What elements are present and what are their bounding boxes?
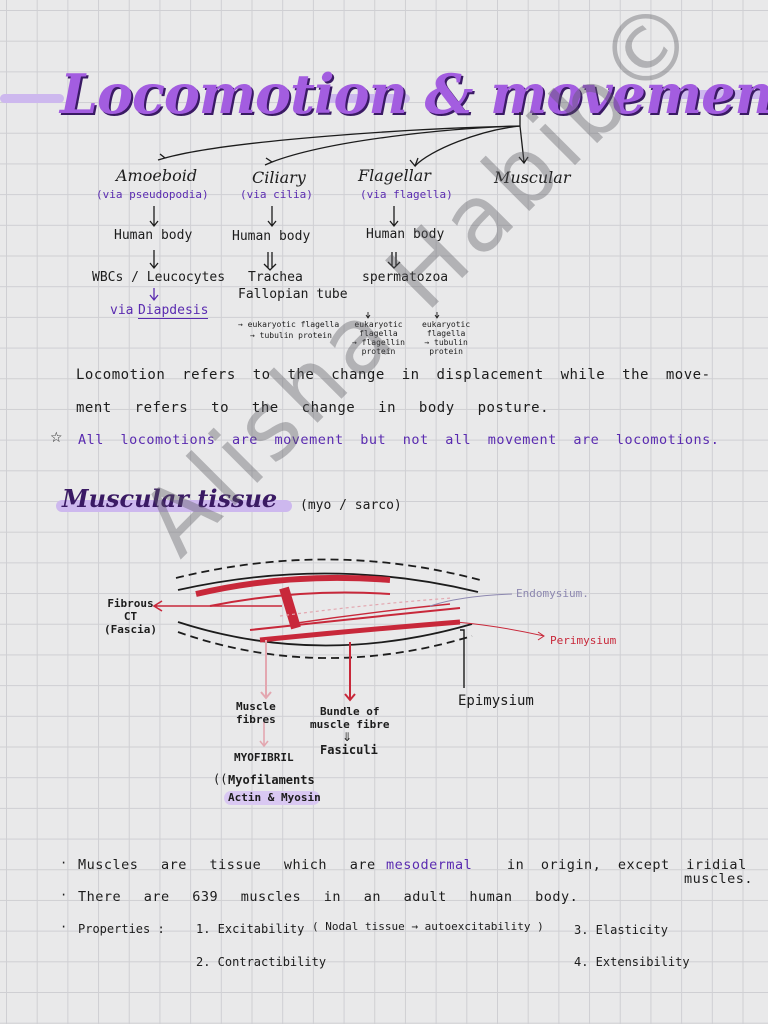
ciliary-place: Human body: [232, 229, 311, 244]
type-muscular: Muscular: [494, 168, 571, 187]
title-band-left: [0, 94, 64, 103]
actin-myosin-band: [224, 791, 320, 805]
amoeboid-via: (via pseudopodia): [96, 188, 209, 201]
flagellar-note-col1-line: → flagellin: [352, 338, 405, 347]
myofibril-label: MYOFIBRIL: [234, 751, 294, 764]
amoeboid-diapdesis: Diapdesis: [138, 303, 209, 319]
ciliary-note-1: → eukaryotic flagella: [238, 320, 340, 329]
tree-connectors: [149, 112, 529, 319]
outer-solid-top: [177, 572, 479, 593]
fact-1-c: in origin, except iridial: [507, 857, 747, 873]
type-flagellar: Flagellar: [358, 166, 431, 185]
fact-1-mesodermal: mesodermal: [386, 857, 473, 873]
actin-myosin-label: Actin & Myosin: [228, 791, 321, 804]
muscular-heading-band: [56, 500, 292, 512]
fibre-top-1: [195, 574, 391, 597]
outer-dashed-bottom: [177, 631, 473, 659]
muscle-fibres-line: fibres: [236, 713, 276, 726]
flagellar-note-col2: eukaryotic flagella → tubulin protein: [422, 320, 470, 356]
flagellar-via: (via flagella): [360, 188, 453, 201]
flagellar-note-col2-line: → tubulin: [424, 338, 468, 347]
flagellar-note-col1-line: flagella: [359, 329, 398, 338]
fibrous-ct-label: Fibrous CT (Fascia): [104, 597, 157, 636]
page-title: Locomotion & movement: [60, 62, 768, 126]
fibre-mid-3: [289, 603, 451, 625]
fibrous-ct-line: CT: [123, 610, 138, 623]
flagellar-place: Human body: [366, 227, 445, 242]
fibrous-ct-line: (Fascia): [104, 623, 157, 636]
myofilaments-mark: ((: [213, 772, 228, 786]
bullet-dot: ·: [60, 920, 68, 934]
muscle-diagram: [152, 558, 545, 748]
flagellar-example: spermatozoa: [362, 270, 449, 285]
amoeboid-example: WBCs / Leucocytes: [92, 270, 226, 285]
property-3: 3. Elasticity: [574, 923, 668, 937]
type-amoeboid: Amoeboid: [116, 166, 198, 185]
type-ciliary: Ciliary: [252, 168, 306, 187]
flagellar-note-col2-line: flagella: [426, 329, 466, 338]
amoeboid-via-label: via: [110, 303, 134, 318]
ciliary-example-trachea: Trachea: [248, 270, 303, 285]
property-2: 2. Contractibility: [196, 955, 327, 969]
property-1: 1. Excitability: [196, 922, 305, 936]
flagellar-note-col1: eukaryotic flagella → flagellin protein: [352, 320, 405, 356]
bullet-dot: ·: [60, 888, 68, 902]
fact-1-a: Muscles are tissue which are: [78, 857, 376, 873]
title-band-middle: [320, 94, 410, 103]
flagellar-note-col2-line: protein: [429, 347, 463, 356]
ciliary-example-fallopian: Fallopian tube: [238, 287, 348, 302]
star-icon: ☆: [50, 430, 63, 446]
flagellar-note-col1-line: protein: [361, 347, 396, 356]
fact-1-d: muscles.: [684, 871, 754, 887]
title-band-right: [660, 90, 768, 99]
property-1-note: ( Nodal tissue → autoexcitability ): [312, 920, 544, 933]
muscle-fibres-label: Muscle fibres: [236, 700, 276, 726]
bundle-line: muscle fibre: [310, 718, 390, 731]
myofilaments-label: Myofilaments: [228, 773, 315, 787]
amoeboid-place: Human body: [114, 228, 193, 243]
outer-dashed-top: [175, 558, 481, 581]
definition-line-1: Locomotion refers to the change in displ…: [76, 367, 711, 383]
ciliary-note-2: → tubulin protein: [250, 331, 332, 340]
epimysium-label: Epimysium: [458, 693, 534, 709]
fibrous-ct-line: Fibrous: [107, 597, 154, 610]
outer-solid-bottom: [177, 621, 473, 647]
ciliary-via: (via cilia): [240, 188, 313, 201]
fibre-mid-1: [249, 607, 461, 631]
fact-2: There are 639 muscles in an adult human …: [78, 889, 579, 905]
muscular-subheading: (myo / sarco): [300, 498, 402, 513]
property-4: 4. Extensibility: [574, 955, 690, 969]
properties-label: Properties :: [78, 922, 165, 936]
fasiculi-label: Fasiculi: [320, 743, 378, 757]
bundle-label: Bundle of muscle fibre: [310, 705, 389, 731]
muscular-heading: Muscular tissue: [62, 484, 278, 513]
muscle-fibres-line: Muscle: [236, 700, 276, 713]
perimysium-label: Perimysium: [550, 634, 617, 647]
endomysium-label: Endomysium.: [516, 587, 589, 600]
flagellar-note-col2-line: eukaryotic: [422, 320, 471, 329]
fibre-cross: [279, 586, 301, 630]
definition-line-2: ment refers to the change in body postur…: [76, 400, 550, 416]
fibre-top-2: [209, 591, 391, 607]
bullet-dot: ·: [60, 856, 68, 870]
fibre-mid-2: [259, 619, 461, 643]
fasiculi-arrow: ⇓: [342, 730, 353, 744]
bundle-line: Bundle of: [319, 705, 380, 718]
flagellar-note-col1-line: eukaryotic: [354, 320, 403, 329]
star-note: All locomotions are movement but not all…: [78, 432, 720, 448]
